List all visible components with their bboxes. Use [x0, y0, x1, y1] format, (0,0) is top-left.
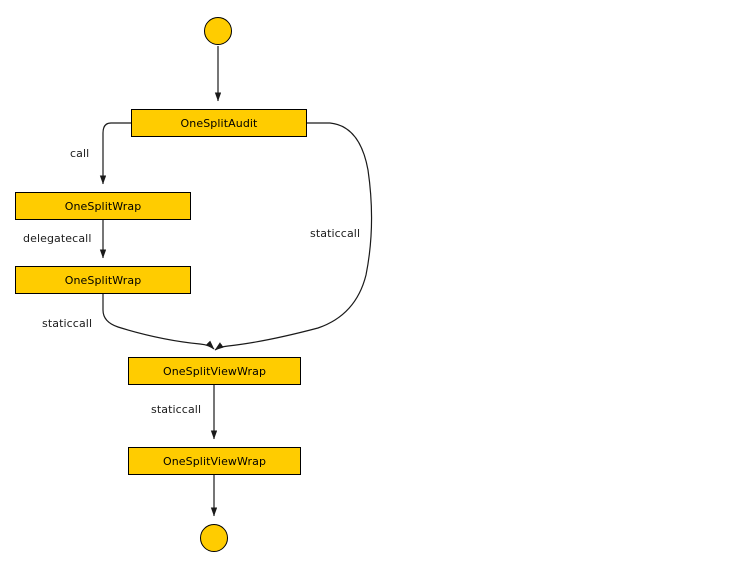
- node-onesplitwrap-2[interactable]: OneSplitWrap: [15, 266, 191, 294]
- end-terminal: [200, 524, 228, 552]
- node-onesplitwrap-1[interactable]: OneSplitWrap: [15, 192, 191, 220]
- node-onesplitviewwrap-1[interactable]: OneSplitViewWrap: [128, 357, 301, 385]
- edge-onesplitaudit-to-onesplitviewwrap1: [214, 122, 373, 351]
- edge-onesplitaudit-to-onesplitwrap1: [99, 122, 131, 185]
- node-onesplitviewwrap-2[interactable]: OneSplitViewWrap: [128, 447, 301, 475]
- start-terminal: [204, 17, 232, 45]
- edge-label-call: call: [70, 147, 90, 160]
- node-onesplitaudit[interactable]: OneSplitAudit: [131, 109, 307, 137]
- edge-onesplitwrap2-to-onesplitviewwrap1: [102, 293, 215, 350]
- edge-label-delegatecall: delegatecall: [23, 232, 92, 245]
- edge-label-staticcall-left: staticcall: [42, 317, 93, 330]
- edge-label-staticcall-bottom: staticcall: [151, 403, 202, 416]
- edge-label-staticcall-right: staticcall: [310, 227, 361, 240]
